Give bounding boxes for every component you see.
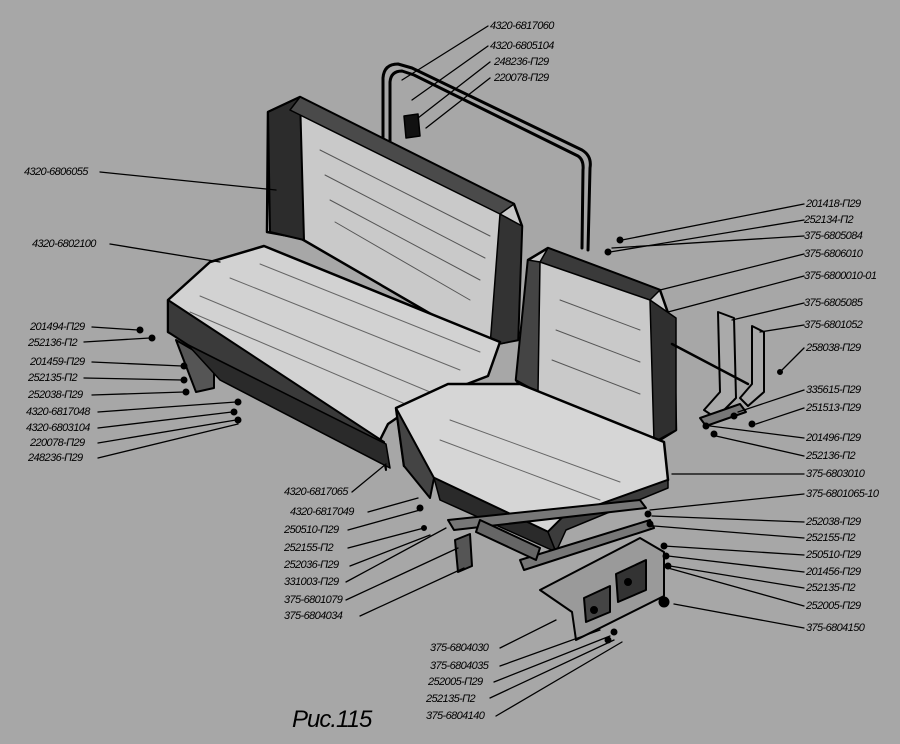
label-4320-6802100: 4320-6802100 — [32, 238, 96, 250]
label-252136-p2-right: 252136-П2 — [806, 450, 856, 462]
label-375-6805085: 375-6805085 — [804, 297, 863, 309]
label-375-6801052: 375-6801052 — [804, 319, 863, 331]
hinge-brackets — [670, 311, 765, 427]
label-4320-6805104: 4320-6805104 — [490, 40, 554, 52]
label-375-6804030: 375-6804030 — [430, 642, 489, 654]
label-248236-p29-left: 248236-П29 — [28, 452, 83, 464]
label-252038-p29-left: 252038-П29 — [28, 389, 83, 401]
label-375-6804035: 375-6804035 — [430, 660, 489, 672]
label-248236-p29-top: 248236-П29 — [494, 56, 549, 68]
leader-lines — [83, 25, 805, 717]
label-375-6803010: 375-6803010 — [806, 468, 865, 480]
label-201459-p29: 201459-П29 — [30, 356, 85, 368]
label-252155-p2-left: 252155-П2 — [284, 542, 334, 554]
label-250510-p29-right: 250510-П29 — [806, 549, 861, 561]
double-seat-backrest — [265, 95, 524, 348]
label-252005-p29-bottom: 252005-П29 — [428, 676, 483, 688]
label-251513-p29: 251513-П29 — [806, 402, 861, 414]
label-252135-p2-right: 252135-П2 — [806, 582, 856, 594]
label-252135-p2-left: 252135-П2 — [28, 372, 78, 384]
label-375-6805084: 375-6805084 — [804, 230, 863, 242]
label-375-6804150: 375-6804150 — [806, 622, 865, 634]
label-375-6804034: 375-6804034 — [284, 610, 343, 622]
label-201456-p29: 201456-П29 — [806, 566, 861, 578]
label-258038-p29: 258038-П29 — [806, 342, 861, 354]
label-201494-p29: 201494-П29 — [30, 321, 85, 333]
label-252135-p2-bottom: 252135-П2 — [426, 693, 476, 705]
label-335615-p29: 335615-П29 — [806, 384, 861, 396]
label-220078-p29-top: 220078-П29 — [494, 72, 549, 84]
label-4320-6817048: 4320-6817048 — [26, 406, 90, 418]
label-252005-p29-right: 252005-П29 — [806, 600, 861, 612]
label-250510-p29-left: 250510-П29 — [284, 524, 339, 536]
label-4320-6817060: 4320-6817060 — [490, 20, 554, 32]
double-seat-cushion — [166, 244, 502, 471]
label-375-6800010-01: 375-6800010-01 — [804, 270, 877, 282]
grab-rail — [381, 62, 592, 252]
label-252155-p2-right: 252155-П2 — [806, 532, 856, 544]
seat-frame — [447, 499, 655, 573]
label-252036-p29: 252036-П29 — [284, 559, 339, 571]
label-4320-6803104: 4320-6803104 — [26, 422, 90, 434]
label-4320-6817065: 4320-6817065 — [284, 486, 348, 498]
label-375-6804140: 375-6804140 — [426, 710, 485, 722]
label-375-6806010: 375-6806010 — [804, 248, 863, 260]
label-375-6801065-10: 375-6801065-10 — [806, 488, 879, 500]
label-4320-6806055: 4320-6806055 — [24, 166, 88, 178]
support-bracket — [539, 537, 665, 641]
label-201418-p29: 201418-П29 — [806, 198, 861, 210]
label-201496-p29: 201496-П29 — [806, 432, 861, 444]
label-4320-6817049: 4320-6817049 — [290, 506, 354, 518]
label-252136-p2-left: 252136-П2 — [28, 337, 78, 349]
label-252038-p29-right: 252038-П29 — [806, 516, 861, 528]
label-375-6801079: 375-6801079 — [284, 594, 343, 606]
figure-caption: Рис.115 — [292, 706, 372, 733]
label-252134-p2: 252134-П2 — [804, 214, 854, 226]
label-220078-p29-left: 220078-П29 — [30, 437, 85, 449]
label-331003-p29: 331003-П29 — [284, 576, 339, 588]
